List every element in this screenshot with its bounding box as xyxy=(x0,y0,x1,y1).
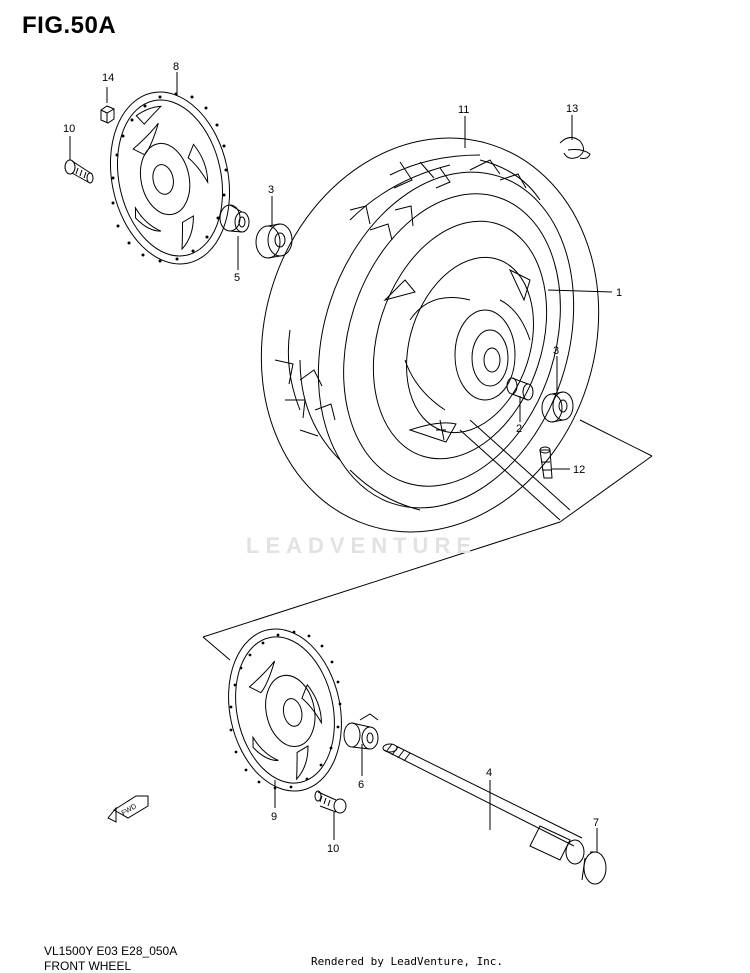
callout-6: 6 xyxy=(358,779,364,791)
wheel-rim-1[interactable] xyxy=(344,199,575,482)
callout-13: 13 xyxy=(566,103,578,115)
callout-3-lower: 3 xyxy=(553,345,559,357)
callout-9: 9 xyxy=(271,811,277,823)
model-code: VL1500Y E03 E28_050A xyxy=(44,944,178,958)
upper-disc-holes xyxy=(111,92,228,263)
lower-brake-disc[interactable] xyxy=(214,618,356,801)
cap-7[interactable] xyxy=(581,851,607,885)
tire-tread xyxy=(274,159,527,511)
lower-disc-holes xyxy=(229,630,342,790)
section-name: FRONT WHEEL xyxy=(44,959,132,973)
figure-title: FIG.50A xyxy=(22,12,117,39)
callout-3-upper: 3 xyxy=(268,184,274,196)
callout-4: 4 xyxy=(486,767,492,779)
callout-5: 5 xyxy=(234,272,240,284)
callout-8: 8 xyxy=(173,61,179,73)
callout-7: 7 xyxy=(593,817,599,829)
assembly-guide-lines xyxy=(202,419,653,661)
callout-11: 11 xyxy=(458,104,469,116)
fwd-arrow-icon xyxy=(107,795,149,823)
callout-1: 1 xyxy=(616,287,622,299)
bolt-10-upper[interactable] xyxy=(64,159,94,184)
leader-lines xyxy=(69,72,613,852)
bearing-3-upper[interactable] xyxy=(255,223,293,259)
callout-12: 12 xyxy=(573,464,585,476)
tire-11[interactable] xyxy=(211,94,648,576)
collar-6[interactable] xyxy=(343,713,379,750)
fwd-label: FWD xyxy=(121,803,138,817)
callout-14: 14 xyxy=(102,72,114,84)
bolt-10-lower[interactable] xyxy=(314,790,347,814)
collar-5[interactable] xyxy=(219,204,250,233)
callout-10-lower: 10 xyxy=(327,843,339,855)
clip-13[interactable] xyxy=(559,137,591,159)
rendered-by: Rendered by LeadVenture, Inc. xyxy=(311,955,504,968)
watermark: LEADVENTURE xyxy=(246,533,478,558)
valve-12[interactable] xyxy=(539,446,553,479)
bolt-14[interactable] xyxy=(100,105,115,124)
callout-2: 2 xyxy=(516,423,522,435)
callout-10-upper: 10 xyxy=(63,123,75,135)
axle-4[interactable] xyxy=(382,743,585,865)
bearing-3-lower[interactable] xyxy=(541,391,574,423)
upper-brake-disc[interactable] xyxy=(95,81,245,275)
